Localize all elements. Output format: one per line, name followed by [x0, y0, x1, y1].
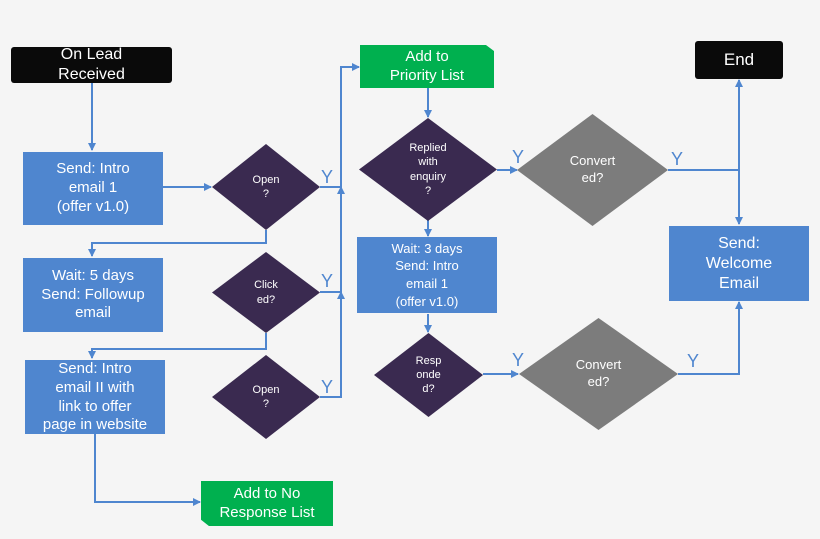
- converted-2-yes-label: Y: [687, 351, 700, 371]
- converted-2-label: Convert ed?: [575, 357, 622, 389]
- edge-open1-yes-to-priority: [320, 63, 360, 188]
- open-1-label: Open ?: [252, 173, 280, 200]
- edge-open2-yes-to-priority: [320, 291, 345, 398]
- open-2-label: Open ?: [252, 383, 280, 410]
- converted-1-decision: Convert ed?: [517, 114, 668, 226]
- edge-open1-no-to-wait5: [88, 230, 267, 257]
- clicked-label: Click ed?: [254, 279, 278, 306]
- converted-1-yes-label: Y: [671, 149, 684, 169]
- converted-1-label: Convert ed?: [569, 153, 616, 185]
- responded-label: Resp onde d?: [415, 354, 442, 396]
- open-1-yes-label: Y: [321, 167, 334, 187]
- send-intro-email-2-node: Send: Intro email II with link to offer …: [25, 360, 165, 434]
- clicked-decision: Click ed?: [212, 252, 320, 333]
- replied-with-enquiry-decision: Replied with enquiry ?: [359, 118, 497, 221]
- open-2-yes-label: Y: [321, 377, 334, 397]
- wait-5-days-node: Wait: 5 days Send: Followup email: [23, 258, 163, 332]
- wait-3-days-node: Wait: 3 days Send: Intro email 1 (offer …: [357, 237, 497, 313]
- open-2-decision: Open ?: [212, 355, 320, 439]
- clicked-yes-label: Y: [321, 271, 334, 291]
- send-intro-email-1-node: Send: Intro email 1 (offer v1.0): [23, 152, 163, 225]
- edge-intro2-to-noresponse: [94, 434, 201, 506]
- responded-decision: Resp onde d?: [374, 333, 483, 417]
- converted-2-decision: Convert ed?: [519, 318, 678, 430]
- edge-converted2-yes-to-welcome: [678, 301, 743, 375]
- replied-with-enquiry-label: Replied with enquiry ?: [409, 141, 447, 197]
- on-lead-received-node: On Lead Received: [11, 47, 172, 83]
- send-welcome-email-node: Send: Welcome Email: [669, 226, 809, 301]
- end-node: End: [695, 41, 783, 79]
- edge-clicked-no-to-intro2: [88, 333, 267, 359]
- open-1-decision: Open ?: [212, 144, 320, 230]
- add-to-priority-list-node: Add to Priority List: [360, 45, 494, 88]
- add-to-no-response-list-node: Add to No Response List: [201, 481, 333, 526]
